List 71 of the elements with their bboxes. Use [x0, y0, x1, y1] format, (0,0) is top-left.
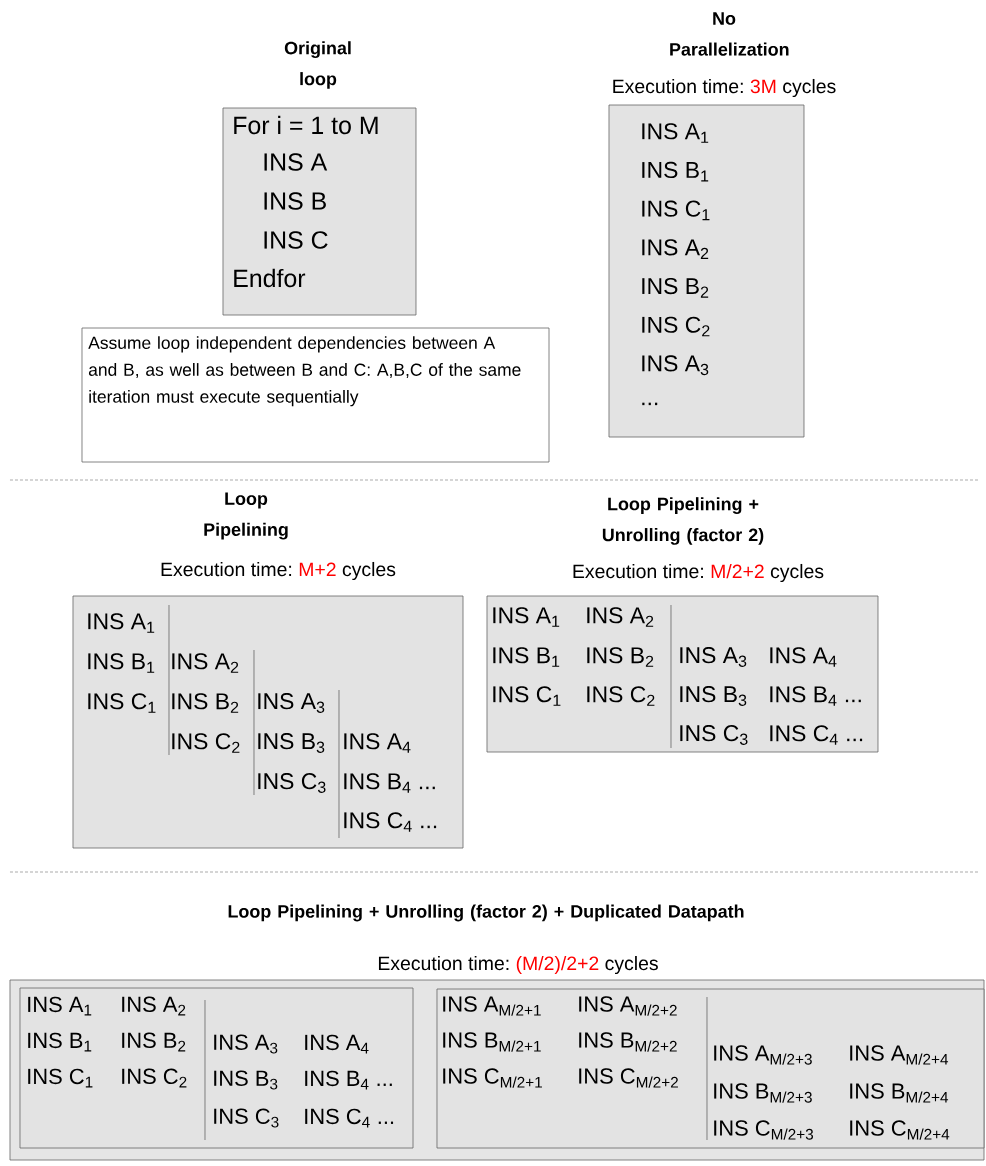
instruction-text: INS B$_{M/2+1}$ — [443, 1032, 541, 1052]
instruction-text: INS C$_{2}$ — [642, 316, 710, 337]
instruction-text: INS C$_{4}$ ... — [344, 812, 437, 832]
instruction-text: INS B$_{4}$ ... — [305, 1070, 392, 1090]
instruction-text: INS C$_{2}$ — [122, 1068, 187, 1088]
instruction-text: INS B$_{2}$ — [587, 647, 654, 667]
instruction-text: INS C$_{1}$ — [642, 200, 710, 221]
instruction-text: INS C$_{4}$ ... — [770, 725, 863, 745]
panel-heading: Loop Pipelining + Unrolling (factor 2) — [602, 497, 764, 545]
instruction-text: INS A$_{4}$ — [770, 647, 837, 667]
note-text: Assume loop independent dependencies between A and B, as well as between B and C: A,B,C of the same iteration must execute sequentially — [88, 336, 521, 407]
instruction-text: INS B$_{3}$ — [680, 686, 747, 706]
instruction-text: INS C$_{3}$ — [214, 1108, 279, 1128]
instruction-text: INS A$_{1}$ — [642, 123, 709, 143]
instruction-text: INS A$_{3}$ — [258, 693, 325, 713]
instruction-text: INS C$_{M/2+3}$ — [714, 1120, 814, 1140]
instruction-text: INS C$_{2}$ — [172, 733, 240, 753]
instruction-text: INS A$_{2}$ — [587, 607, 654, 627]
instruction-text: INS B$_{1}$ — [88, 653, 155, 673]
instruction-text: INS B$_{1}$ — [493, 647, 560, 667]
instruction-text: INS A$_{3}$ — [214, 1034, 278, 1054]
instruction-text: INS B$_{2}$ — [642, 277, 709, 298]
instruction-text: INS A$_{M/2+1}$ — [443, 996, 541, 1016]
instruction-text: INS A$_{2}$ — [642, 239, 709, 259]
instruction-text: INS A$_{4}$ — [305, 1034, 369, 1054]
instruction-text: ... — [642, 402, 658, 406]
instruction-text: INS B — [264, 192, 326, 210]
instruction-text: INS B$_{M/2+3}$ — [714, 1083, 812, 1103]
instruction-text: INS A$_{3}$ — [642, 355, 709, 376]
instruction-text: INS C$_{3}$ — [680, 725, 748, 745]
instruction-text: INS A$_{2}$ — [122, 996, 186, 1016]
execution-time-text: Execution time: M+2 cycles — [161, 561, 396, 581]
instruction-text: Endfor — [234, 268, 306, 288]
instruction-text: INS A$_{M/2+4}$ — [850, 1045, 949, 1065]
instruction-text: For i = 1 to M — [234, 115, 378, 135]
panel-heading: Loop Pipelining — [204, 492, 288, 540]
instruction-text: INS B$_{3}$ — [214, 1070, 278, 1090]
instruction-text: INS C$_{M/2+1}$ — [443, 1068, 542, 1088]
instruction-text: INS C$_{1}$ — [88, 693, 156, 713]
instruction-text: INS B$_{1}$ — [642, 161, 709, 182]
instruction-text: INS B$_{4}$ ... — [344, 773, 435, 793]
panel-heading: No Parallelization — [670, 12, 789, 56]
instruction-text: INS B$_{M/2+4}$ — [850, 1083, 949, 1103]
instruction-text: INS A — [264, 153, 328, 171]
panel-heading: Original loop — [284, 41, 351, 89]
instruction-text: INS A$_{M/2+2}$ — [579, 996, 677, 1016]
instruction-text: INS B$_{1}$ — [28, 1032, 92, 1052]
instruction-text: INS A$_{1}$ — [88, 613, 155, 633]
instruction-text: INS A$_{1}$ — [28, 996, 92, 1016]
instruction-text: INS B$_{2}$ — [172, 693, 239, 713]
instruction-text: INS B$_{M/2+2}$ — [579, 1032, 677, 1052]
instruction-text: INS C$_{2}$ — [587, 686, 655, 706]
execution-time-text: Execution time: (M/2)/2+2 cycles — [378, 955, 658, 975]
execution-time-text: Execution time: M/2+2 cycles — [573, 563, 824, 583]
instruction-text: INS C — [264, 231, 328, 249]
instruction-text: INS B$_{3}$ — [258, 733, 325, 753]
instruction-text: INS A$_{3}$ — [680, 647, 747, 667]
instruction-text: INS B$_{4}$ ... — [770, 686, 861, 706]
panel-heading: Loop Pipelining + Unrolling (factor 2) + Duplicated Datapath — [228, 904, 744, 922]
execution-time-text: Execution time: 3M cycles — [613, 78, 836, 98]
instruction-text: INS A$_{2}$ — [172, 653, 239, 673]
instruction-text: INS C$_{3}$ — [258, 773, 326, 793]
instruction-text: INS C$_{4}$ ... — [305, 1108, 394, 1128]
instruction-text: INS C$_{1}$ — [493, 686, 561, 706]
instruction-text: INS A$_{4}$ — [344, 733, 411, 753]
instruction-text: INS C$_{M/2+4}$ — [850, 1120, 950, 1140]
instruction-text: INS A$_{M/2+3}$ — [714, 1045, 812, 1065]
instruction-text: INS A$_{1}$ — [493, 607, 560, 627]
instruction-text: INS B$_{2}$ — [122, 1032, 186, 1052]
instruction-text: INS C$_{1}$ — [28, 1068, 93, 1088]
instruction-text: INS C$_{M/2+2}$ — [579, 1068, 678, 1088]
